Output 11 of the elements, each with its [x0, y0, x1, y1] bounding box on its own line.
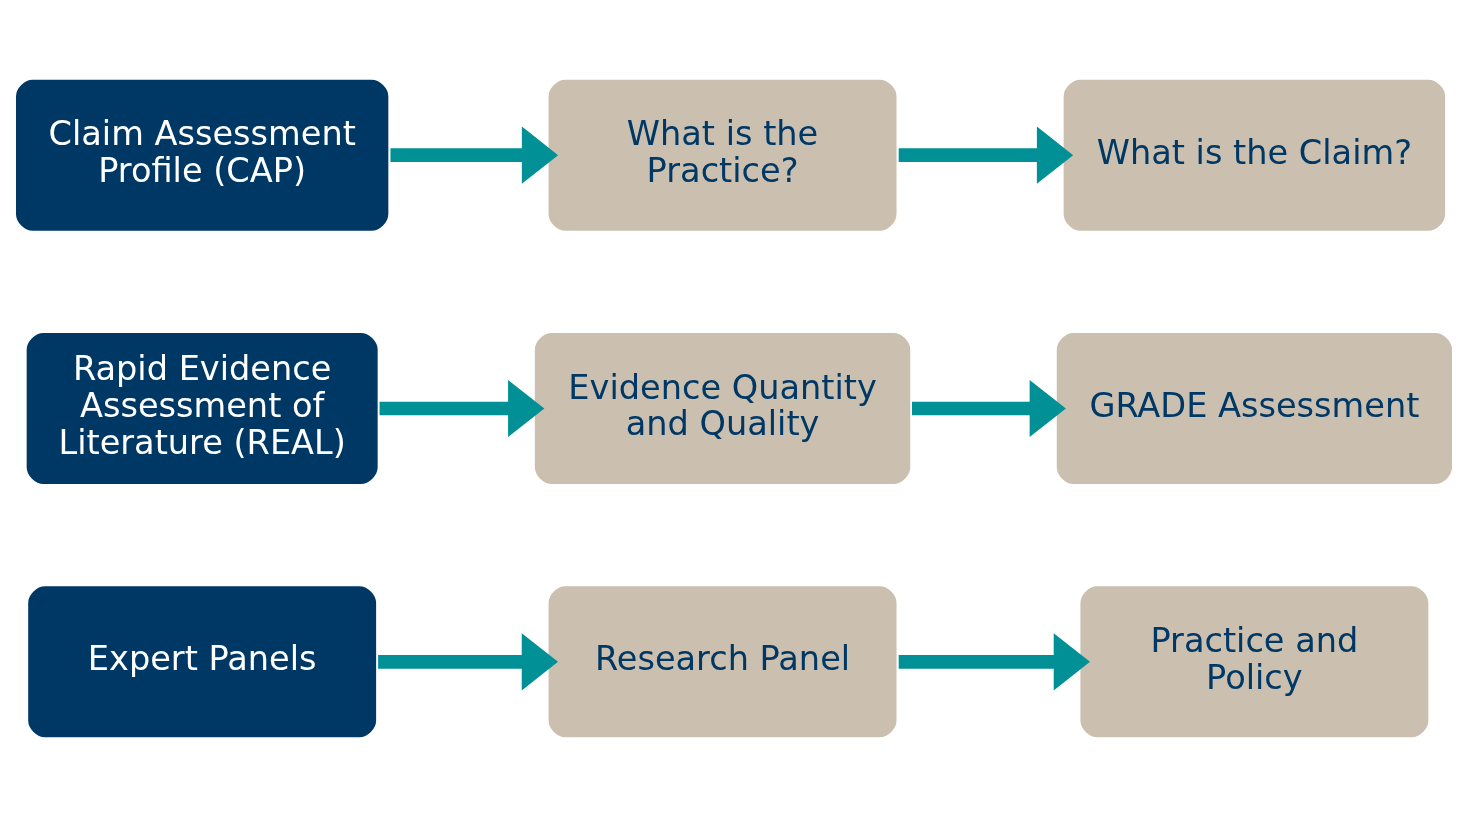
node-box: What is the Practice? [545, 76, 900, 234]
node-box: What is the Claim? [1060, 76, 1449, 234]
node-box: Practice and Policy [1077, 583, 1432, 741]
arrow [912, 379, 1066, 438]
node-box: Research Panel [545, 583, 900, 741]
arrow [898, 126, 1074, 184]
node-box: Expert Panels [25, 583, 380, 741]
arrow [379, 379, 545, 438]
arrow [390, 126, 559, 184]
arrow [378, 633, 558, 691]
arrow [898, 633, 1090, 691]
